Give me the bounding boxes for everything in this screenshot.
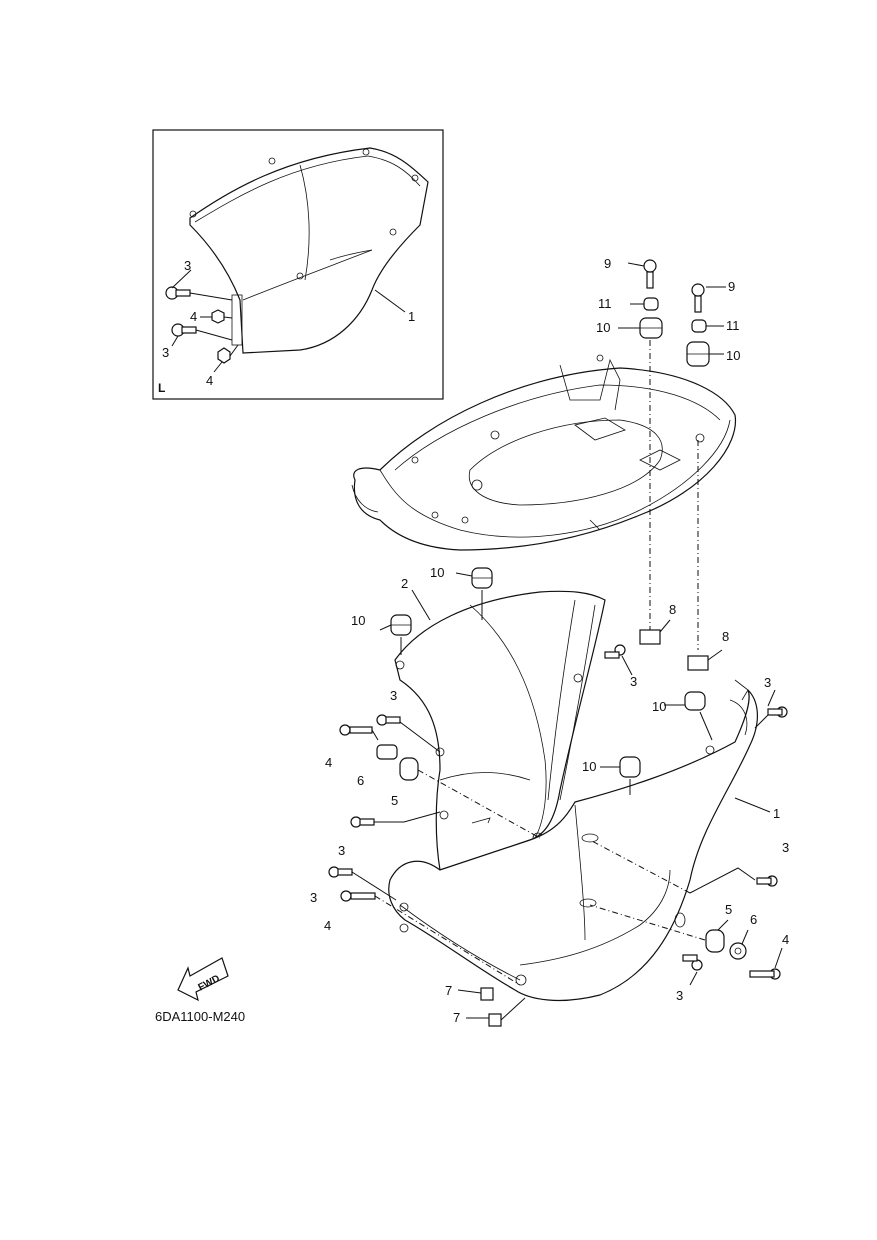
long-bolt-4c xyxy=(749,968,781,980)
callout-10c: 10 xyxy=(430,565,444,580)
collar-11a xyxy=(643,297,659,311)
grommet-10e xyxy=(664,691,713,741)
fwd-arrow-icon: FWD xyxy=(177,957,229,1002)
callout-3a: 3 xyxy=(630,674,637,689)
callout-7b: 7 xyxy=(453,1010,460,1025)
callout-4c: 4 xyxy=(782,932,789,947)
bolt-3g xyxy=(682,954,703,971)
callout-inset-1: 1 xyxy=(408,309,415,324)
bolt-3a xyxy=(604,644,633,676)
bolt-3c xyxy=(376,714,441,753)
callout-11a: 11 xyxy=(598,296,612,311)
callout-6b: 6 xyxy=(750,912,757,927)
clip-8b xyxy=(687,649,723,671)
screw-9a xyxy=(643,259,657,289)
square-nut-7a xyxy=(457,987,494,1001)
grommet-10f xyxy=(600,756,641,795)
callout-6a: 6 xyxy=(357,773,364,788)
callout-4b: 4 xyxy=(324,918,331,933)
callout-2: 2 xyxy=(401,576,408,591)
callout-10f: 10 xyxy=(582,759,596,774)
callout-5b: 5 xyxy=(725,902,732,917)
grommet-stack-left: 9 11 10 xyxy=(596,256,663,630)
inset-bolt-3b xyxy=(171,323,197,337)
callout-9a: 9 xyxy=(604,256,611,271)
inset-nut-4b xyxy=(217,347,231,364)
callout-3c: 3 xyxy=(390,688,397,703)
callout-10e: 10 xyxy=(652,699,666,714)
callout-10b: 10 xyxy=(726,348,740,363)
callout-inset-4b: 4 xyxy=(206,373,213,388)
callout-inset-4a: 4 xyxy=(190,309,197,324)
callout-1: 1 xyxy=(773,806,780,821)
bolt-3d xyxy=(350,811,441,828)
grommet-10c xyxy=(471,567,493,620)
callout-5a: 5 xyxy=(391,793,398,808)
callout-3d: 3 xyxy=(338,843,345,858)
collar-6b xyxy=(729,942,747,960)
callout-inset-3a: 3 xyxy=(184,258,191,273)
inset-bolt-3a xyxy=(165,286,191,300)
long-bolt-4a xyxy=(339,724,379,741)
callout-7a: 7 xyxy=(445,983,452,998)
bolt-3b xyxy=(754,689,788,729)
collar-6a xyxy=(376,744,398,760)
callout-8a: 8 xyxy=(669,602,676,617)
callout-3b: 3 xyxy=(764,675,771,690)
long-bolt-4b xyxy=(340,890,376,902)
callout-8b: 8 xyxy=(722,629,729,644)
diagram-code: 6DA1100-M240 xyxy=(155,1009,245,1024)
callout-3f: 3 xyxy=(310,890,317,905)
callout-inset-3b: 3 xyxy=(162,345,169,360)
inset-corner-label: L xyxy=(158,381,165,395)
mount-5b xyxy=(705,929,725,953)
bolt-3e xyxy=(328,866,353,878)
callout-10d: 10 xyxy=(351,613,365,628)
bolt-3f xyxy=(589,839,778,894)
clip-8a xyxy=(639,619,671,645)
callout-9b: 9 xyxy=(728,279,735,294)
callout-3e: 3 xyxy=(782,840,789,855)
grommet-stack-right: 9 11 10 xyxy=(686,279,740,650)
right-cover-part-2 xyxy=(394,590,606,871)
collar-11b xyxy=(691,319,707,333)
square-nut-7b xyxy=(466,997,526,1027)
callout-11b: 11 xyxy=(726,318,740,333)
screw-9b xyxy=(691,283,705,313)
grommet-10a xyxy=(639,317,663,339)
callout-10a: 10 xyxy=(596,320,610,335)
inset-panel: L xyxy=(152,129,444,400)
lower-wrap-part-1 xyxy=(388,679,758,1002)
mount-5a xyxy=(399,757,541,839)
callout-4a: 4 xyxy=(325,755,332,770)
callout-3g: 3 xyxy=(676,988,683,1003)
grommet-10b xyxy=(686,341,710,367)
inset-nut-4a xyxy=(211,309,225,324)
bottom-cowling-tray xyxy=(351,354,737,551)
